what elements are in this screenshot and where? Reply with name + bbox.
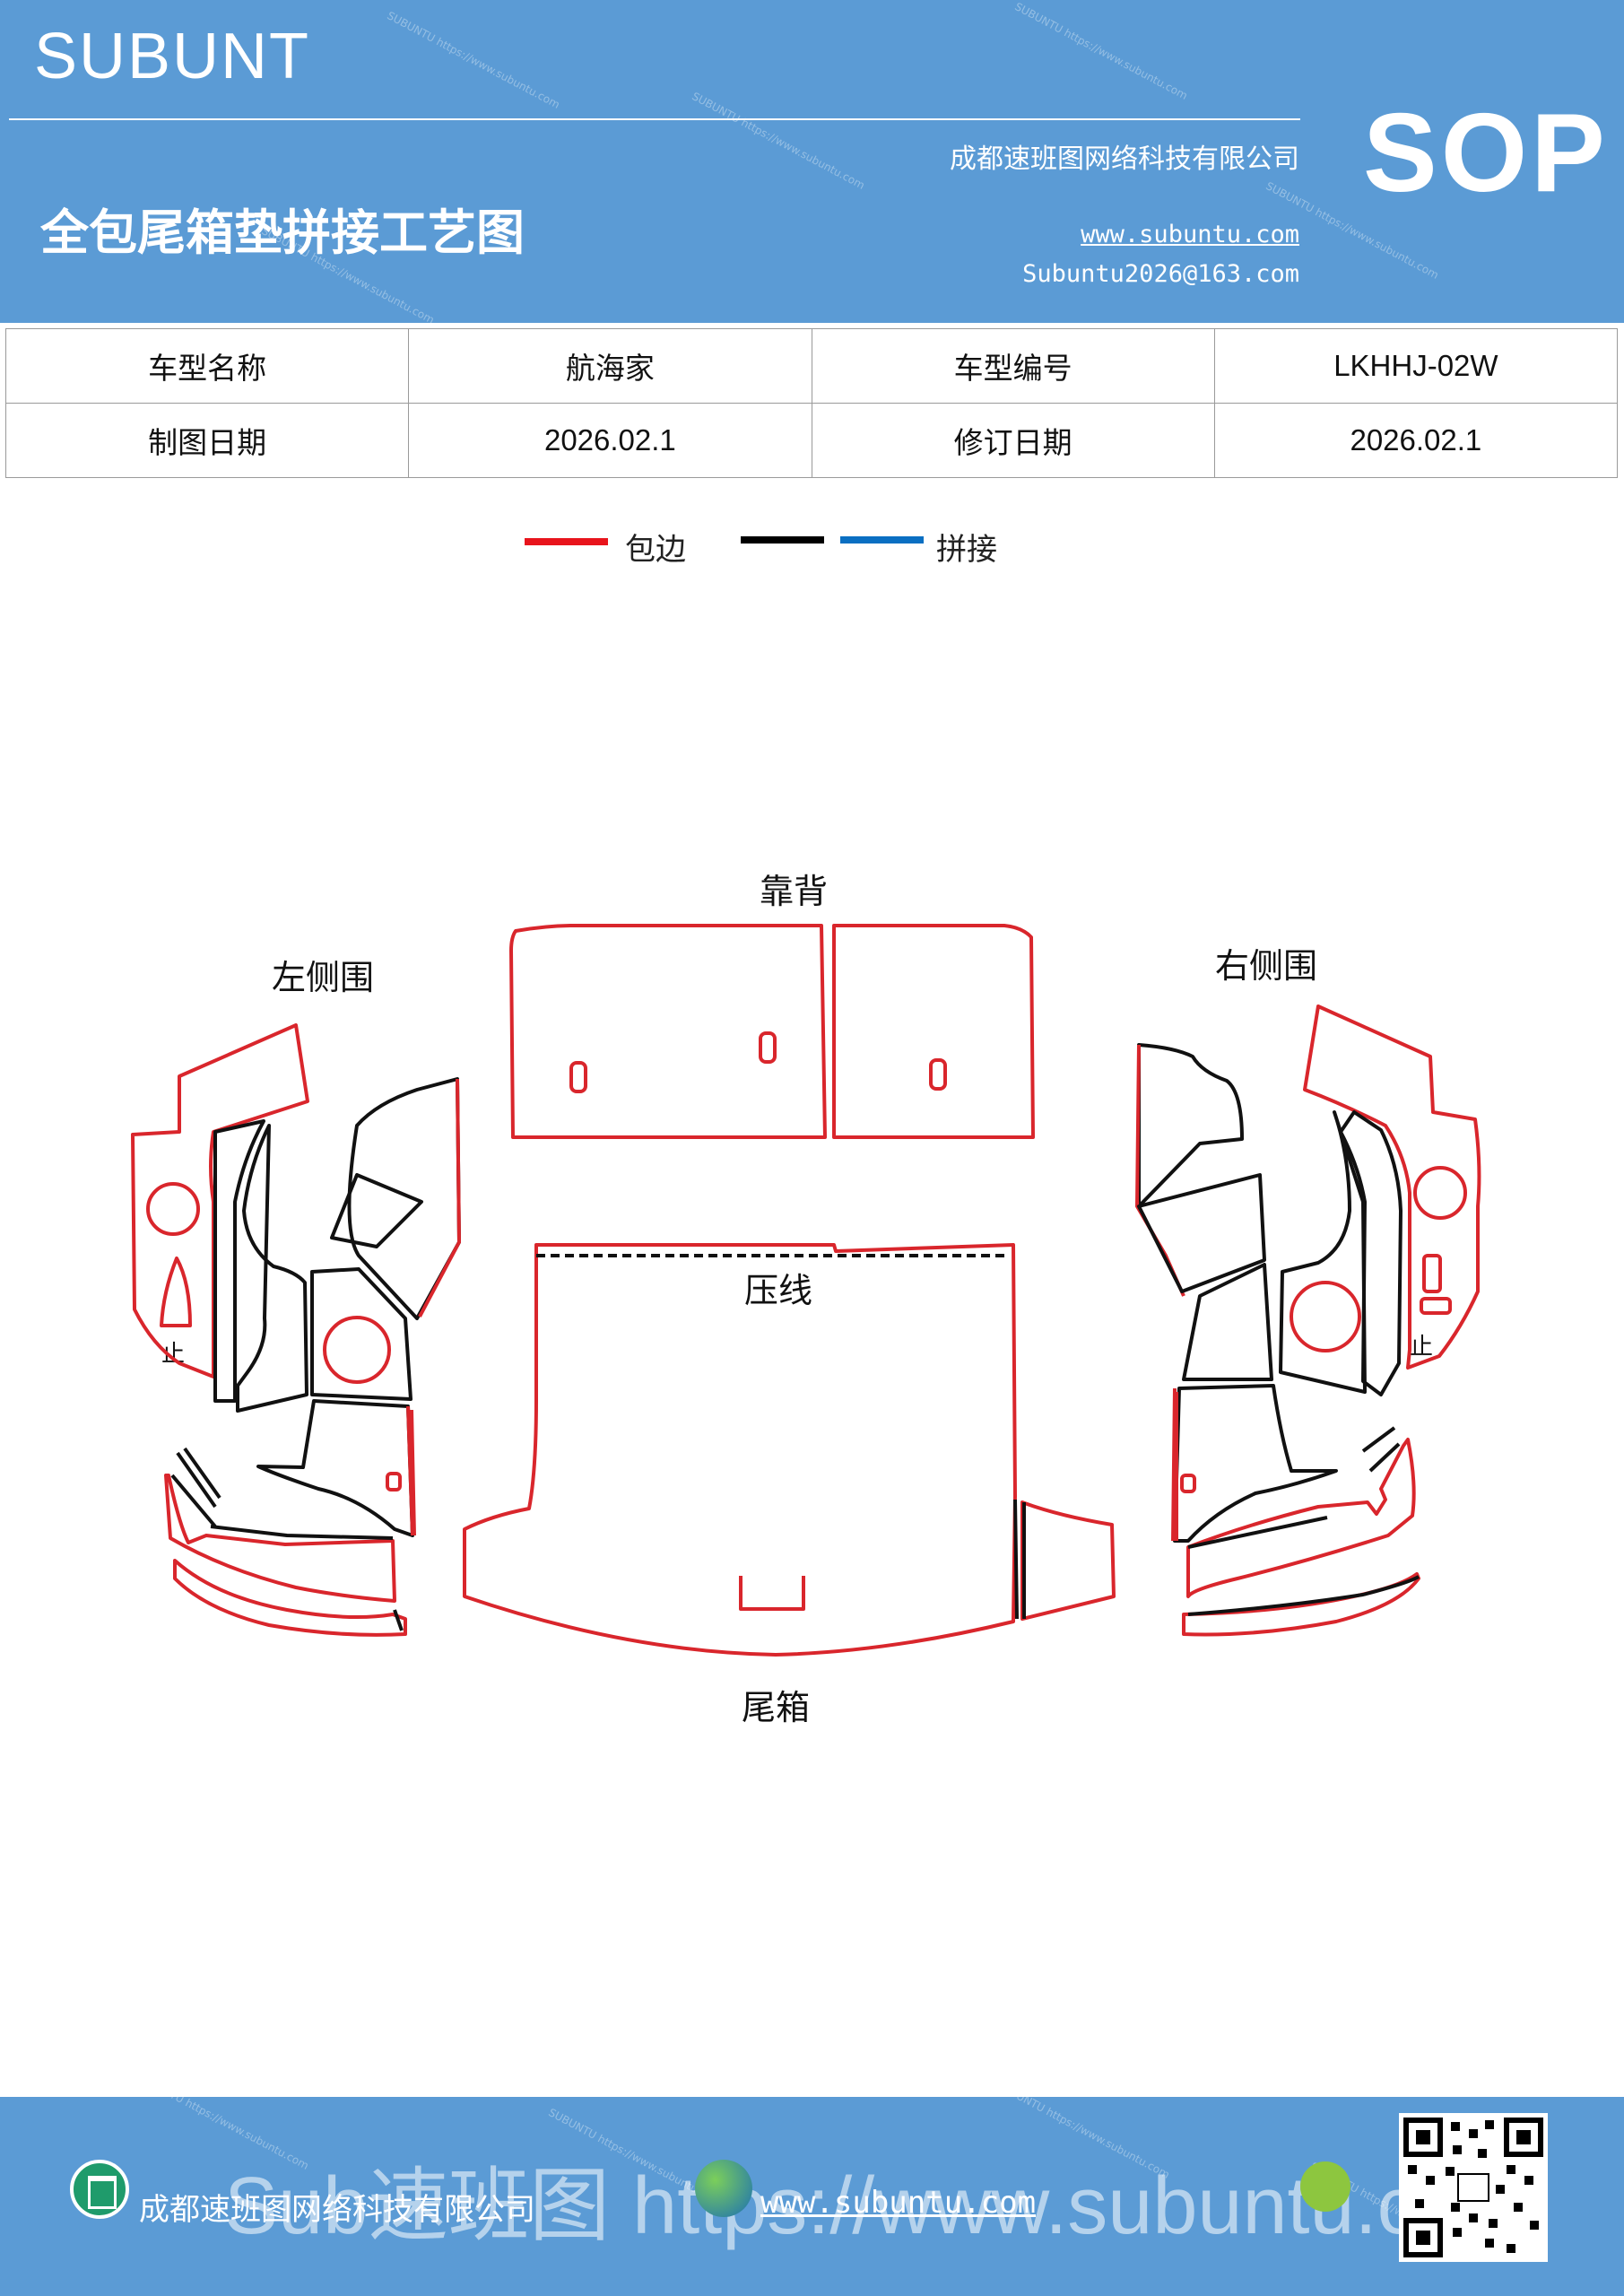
label-stop-right: 止 (1410, 1334, 1433, 1361)
backrest-left-panel (509, 924, 827, 1139)
legend-label-edge: 包边 (625, 532, 686, 568)
table-row: 车型名称 航海家 车型编号 LKHHJ-02W (4, 328, 1619, 404)
left-side-upper (347, 1077, 461, 1320)
header-email: Subuntu2026@163.com (1022, 260, 1299, 288)
wechat-icon (1300, 2161, 1350, 2212)
left-side-cap (330, 1173, 423, 1248)
right-side-bottom-black (1187, 1575, 1420, 1616)
trunk-mat-diagram: 靠背 左侧围 右侧围 压线 尾箱 止 止 (131, 872, 1481, 1727)
right-side-speaker (1290, 1281, 1361, 1352)
left-side-strip (236, 1124, 308, 1413)
right-side-lower-seam (1171, 1387, 1178, 1542)
backrest-slot (569, 1061, 587, 1093)
left-side-main (131, 1023, 309, 1378)
footer-website-link[interactable]: www.subuntu.com (760, 2185, 1037, 2221)
right-side-box (1137, 1173, 1266, 1293)
left-side-speaker (323, 1316, 391, 1384)
legend-label-seam: 拼接 (936, 532, 997, 568)
right-side-wheel (1173, 1384, 1338, 1543)
footer-banner: SUBUNTU https://www.subuntu.com SUBUNTU … (0, 2097, 1624, 2296)
qr-code-icon (1399, 2113, 1548, 2262)
globe-icon (695, 2160, 752, 2217)
table-cell: 2026.02.1 (408, 403, 812, 478)
left-side-hole (146, 1182, 200, 1236)
table-row: 制图日期 2026.02.1 修订日期 2026.02.1 (4, 403, 1619, 478)
table-cell: 修订日期 (811, 403, 1215, 478)
left-side-bottom (173, 1559, 407, 1637)
left-side-inner (213, 1119, 265, 1403)
right-side-slot-small (1180, 1474, 1196, 1493)
trunk-right-wing (1020, 1500, 1116, 1621)
label-backrest: 靠背 (760, 872, 828, 911)
trunk-notch (739, 1576, 805, 1611)
right-side-hole (1413, 1166, 1467, 1220)
vehicle-info-table: 车型名称 航海家 车型编号 LKHHJ-02W 制图日期 2026.02.1 修… (4, 328, 1619, 478)
left-side-lower (164, 1474, 396, 1603)
legend-swatch-edge (525, 538, 608, 545)
right-side-inner (1339, 1110, 1403, 1396)
sop-badge: SOP (1363, 91, 1609, 215)
header-banner: SUBUNTU https://www.subuntu.com SUBUNTU … (0, 0, 1624, 323)
right-side-lower-black (1187, 1426, 1401, 1549)
right-side-slot (1420, 1297, 1452, 1315)
right-side-lower (1186, 1438, 1416, 1598)
legend-swatch-black (741, 536, 824, 544)
trunk-floor-panel (463, 1243, 1017, 1657)
table-cell: LKHHJ-02W (1213, 328, 1619, 404)
left-side-seam (418, 1078, 461, 1318)
table-cell: 航海家 (408, 328, 812, 404)
left-side-vent (160, 1257, 192, 1327)
building-icon (70, 2160, 129, 2219)
label-right-side: 右侧围 (1215, 946, 1317, 986)
trunk-seam (1013, 1499, 1026, 1620)
right-side-strip (1279, 1110, 1367, 1394)
left-side-bottom-seam (393, 1609, 404, 1631)
label-press-line: 压线 (744, 1271, 812, 1310)
label-trunk: 尾箱 (742, 1688, 810, 1727)
right-side-upper-seam (1135, 1044, 1185, 1297)
left-side-lower-black (170, 1447, 394, 1540)
page-title: 全包尾箱垫拼接工艺图 (40, 204, 525, 261)
label-left-side: 左侧围 (272, 958, 374, 997)
left-side-wheel (256, 1399, 414, 1537)
table-cell: 2026.02.1 (1213, 403, 1619, 478)
table-cell: 车型名称 (4, 328, 410, 404)
legend-swatch-seam (840, 536, 924, 544)
backrest-right-panel (832, 924, 1035, 1139)
backrest-slot (759, 1031, 777, 1064)
right-side-frame (1182, 1263, 1273, 1381)
left-side-box (310, 1267, 413, 1401)
header-website-link[interactable]: www.subuntu.com (1081, 221, 1299, 248)
right-side-slot (1422, 1254, 1442, 1293)
brand-logo-text: SUBUNT (34, 21, 311, 92)
footer-company: 成都速班图网络科技有限公司 (139, 2192, 535, 2228)
left-side-slot (386, 1472, 402, 1492)
header-company: 成都速班图网络科技有限公司 (950, 144, 1299, 175)
backrest-slot (929, 1058, 947, 1091)
table-cell: 制图日期 (4, 403, 410, 478)
table-cell: 车型编号 (811, 328, 1215, 404)
header-divider (9, 118, 1300, 120)
left-side-lower-seam (406, 1405, 416, 1536)
right-side-main (1303, 1004, 1481, 1370)
right-side-upper (1137, 1043, 1244, 1208)
